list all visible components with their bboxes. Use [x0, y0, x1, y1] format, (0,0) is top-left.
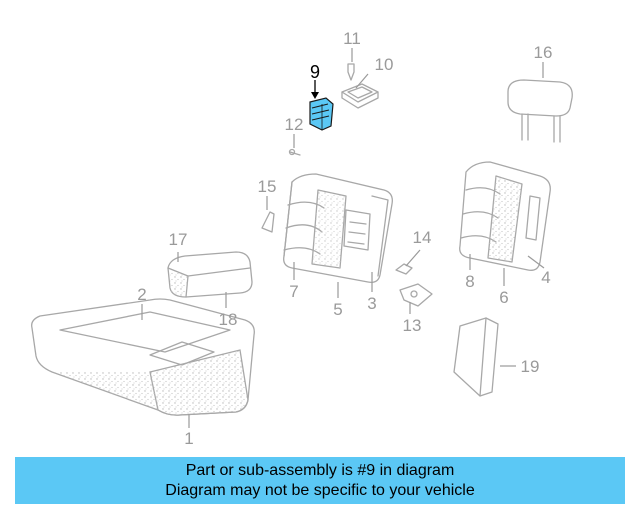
callout-16: 16 [534, 43, 553, 62]
callout-9: 9 [310, 62, 320, 82]
leader-lines [141, 48, 545, 428]
callout-19: 19 [521, 357, 540, 376]
highlighted-part-9[interactable] [309, 97, 334, 131]
seat-cushion-part[interactable] [31, 298, 255, 416]
armrest-part[interactable] [167, 251, 253, 298]
callout-4: 4 [541, 268, 550, 287]
headrest-part[interactable] [507, 79, 573, 143]
callout-6: 6 [499, 288, 508, 307]
banner-line-disclaimer: Diagram may not be specific to your vehi… [165, 481, 475, 499]
callout-5: 5 [333, 300, 342, 319]
right-seatback-part[interactable] [459, 161, 551, 271]
banner-line-part: Part or sub-assembly is #9 in diagram [185, 461, 455, 479]
callout-10: 10 [375, 55, 394, 74]
screw-part[interactable] [347, 63, 355, 81]
callout-7: 7 [289, 282, 298, 301]
callout-13: 13 [403, 316, 422, 335]
bracket-part[interactable] [261, 211, 275, 233]
latch-cover-part[interactable] [341, 83, 379, 109]
hinge-bracket-part[interactable] [399, 283, 433, 307]
exploded-seat-diagram: 1 2 3 4 5 6 7 8 9 10 11 12 13 14 15 16 1… [31, 29, 573, 448]
callout-14: 14 [413, 228, 432, 247]
clip-part[interactable] [395, 263, 413, 275]
callout-18: 18 [219, 310, 238, 329]
callout-2: 2 [137, 285, 146, 304]
callout-15: 15 [258, 177, 277, 196]
pin-part[interactable] [288, 148, 301, 156]
callout-3: 3 [367, 294, 376, 313]
panel-part[interactable] [453, 317, 499, 397]
callout-1: 1 [184, 429, 193, 448]
callout-11: 11 [343, 29, 361, 48]
info-banner: Part or sub-assembly is #9 in diagram Di… [15, 457, 625, 504]
left-seatback-part[interactable] [283, 173, 393, 283]
callout-12: 12 [285, 115, 304, 134]
callout-8: 8 [465, 272, 474, 291]
callout-17: 17 [169, 230, 188, 249]
